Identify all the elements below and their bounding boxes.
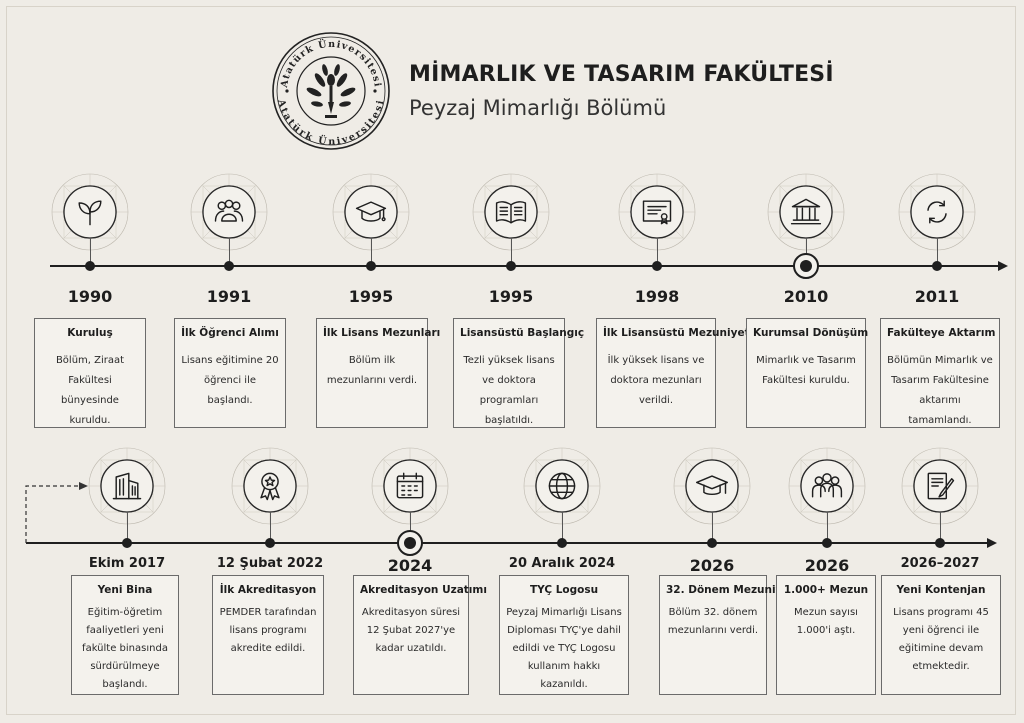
- award-badge-icon: [230, 446, 310, 526]
- icon-connector: [806, 238, 807, 266]
- milestone-description: Mezun sayısı 1.000'i aştı.: [794, 607, 858, 636]
- milestone-title: TYÇ Logosu: [529, 584, 599, 596]
- milestone-title: 32. Dönem Mezuniyet: [666, 584, 795, 596]
- icon-connector: [511, 238, 512, 266]
- milestone-year: 2024: [387, 556, 433, 575]
- milestone-year: 12 Şubat 2022: [216, 556, 324, 571]
- milestone-year: 2026: [689, 556, 735, 575]
- faculty-title: MİMARLIK VE TASARIM FAKÜLTESİ: [409, 62, 834, 87]
- timeline-dot: [557, 538, 567, 548]
- icon-connector: [827, 512, 828, 543]
- milestone-year: 2010: [783, 287, 829, 306]
- milestone-description: Peyzaj Mimarlığı Lisans Diploması TYÇ'ye…: [506, 607, 622, 690]
- milestone-year: 1991: [206, 287, 252, 306]
- icon-connector: [127, 512, 128, 543]
- milestone-description: Eğitim-öğretim faaliyetleri yeni fakülte…: [82, 607, 168, 690]
- timeline-dot: [707, 538, 717, 548]
- icon-connector: [937, 238, 938, 266]
- icon-connector: [940, 512, 941, 543]
- icon-connector: [270, 512, 271, 543]
- milestone-year: 2011: [914, 287, 960, 306]
- milestone-title: İlk Öğrenci Alımı: [181, 327, 279, 339]
- timeline-milestone-marker: [397, 530, 423, 556]
- milestone-year: 1998: [634, 287, 680, 306]
- university-seal-icon: Atatürk Üniversitesi Atatürk Üniversites…: [272, 32, 390, 150]
- icon-connector: [712, 512, 713, 543]
- timeline-dot: [506, 261, 516, 271]
- milestone-description: Bölüm 32. dönem mezunlarını verdi.: [667, 607, 759, 636]
- timeline-milestone-marker: [793, 253, 819, 279]
- milestone-year: 2026–2027: [900, 556, 980, 571]
- milestone-description: Lisans eğitimine 20 öğrenci ile başlandı…: [181, 355, 279, 406]
- milestone-description: İlk yüksek lisans ve doktora mezunları v…: [607, 355, 705, 406]
- icon-connector: [90, 238, 91, 266]
- graduates-group-icon: [787, 446, 867, 526]
- milestone-year: 1990: [67, 287, 113, 306]
- milestone-title: Akreditasyon Uzatımı: [360, 584, 487, 596]
- timeline-dot: [822, 538, 832, 548]
- icon-connector: [229, 238, 230, 266]
- institution-building-icon: [766, 172, 846, 252]
- milestone-description: Lisans programı 45 yeni öğrenci ile eğit…: [893, 607, 989, 672]
- icon-connector: [371, 238, 372, 266]
- milestone-title: Yeni Kontenjan: [896, 584, 986, 596]
- timeline-dot: [366, 261, 376, 271]
- timeline-dot: [122, 538, 132, 548]
- milestone-description: Mimarlık ve Tasarım Fakültesi kuruldu.: [756, 355, 856, 386]
- page-border: [6, 6, 1016, 715]
- milestone-title: Lisansüstü Başlangıç: [460, 327, 585, 339]
- icon-connector: [657, 238, 658, 266]
- milestone-year: 2026: [804, 556, 850, 575]
- milestone-description: PEMDER tarafından lisans programı akredi…: [219, 607, 317, 654]
- milestone-description: Bölüm, Ziraat Fakültesi bünyesinde kurul…: [55, 355, 125, 426]
- timeline-dot: [652, 261, 662, 271]
- milestone-year: 1995: [488, 287, 534, 306]
- globe-icon: [522, 446, 602, 526]
- timeline-dot: [265, 538, 275, 548]
- milestone-title: Yeni Bina: [97, 584, 153, 596]
- students-group-icon: [189, 172, 269, 252]
- milestone-description: Bölümün Mimarlık ve Tasarım Fakültesine …: [887, 355, 993, 426]
- milestone-title: İlk Lisansüstü Mezuniyet: [603, 327, 750, 339]
- milestone-title: İlk Lisans Mezunları: [323, 327, 441, 339]
- timeline-dot: [224, 261, 234, 271]
- milestone-title: 1.000+ Mezun: [783, 584, 869, 596]
- milestone-title: Kuruluş: [67, 327, 113, 339]
- milestone-description: Tezli yüksek lisans ve doktora programla…: [463, 355, 555, 426]
- milestone-year: 1995: [348, 287, 394, 306]
- open-book-icon: [471, 172, 551, 252]
- graduation-cap-icon: [331, 172, 411, 252]
- timeline-dot: [935, 538, 945, 548]
- timeline-dot: [932, 261, 942, 271]
- milestone-description: Bölüm ilk mezunlarını verdi.: [326, 355, 418, 386]
- milestone-title: Fakülteye Aktarım: [887, 327, 996, 339]
- calendar-icon: [370, 446, 450, 526]
- milestone-year: 20 Aralık 2024: [508, 556, 616, 571]
- icon-connector: [562, 512, 563, 543]
- milestone-title: İlk Akreditasyon: [219, 584, 317, 596]
- milestone-year: Ekim 2017: [88, 556, 166, 571]
- department-subtitle: Peyzaj Mimarlığı Bölümü: [409, 96, 667, 120]
- timeline-dot: [85, 261, 95, 271]
- icon-connector: [410, 512, 411, 543]
- milestone-description: Akreditasyon süresi 12 Şubat 2027'ye kad…: [361, 607, 461, 654]
- milestone-title: Kurumsal Dönüşüm: [753, 327, 869, 339]
